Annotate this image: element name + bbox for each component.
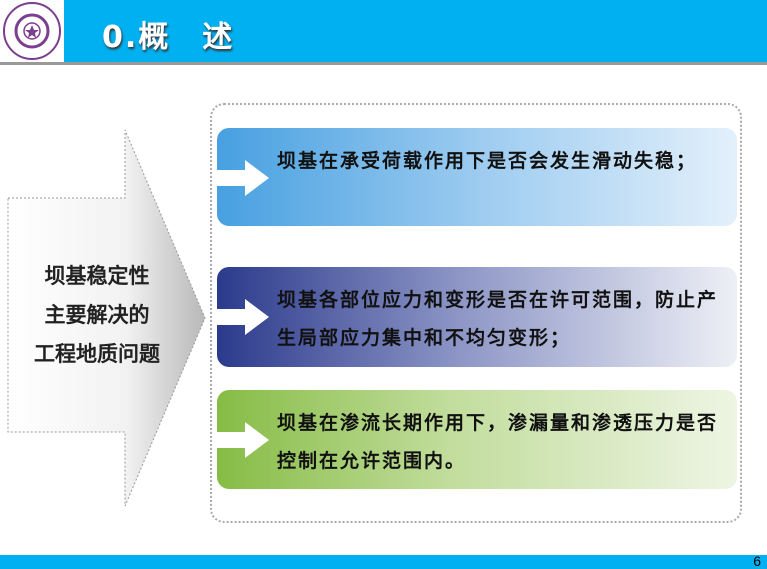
item-box-1: 坝基在承受荷载作用下是否会发生滑动失稳； [217,128,737,226]
left-label-line: 坝基稳定性 [44,263,150,288]
university-logo [3,2,61,60]
items-container [210,103,742,523]
item-text: 坝基在承受荷载作用下是否会发生滑动失稳； [277,150,698,172]
footer-bar [0,555,767,569]
item-box-3: 坝基在渗流长期作用下，渗漏量和渗透压力是否控制在允许范围内。 [217,390,737,489]
left-label-line: 主要解决的 [44,302,150,327]
header-bar [64,0,767,62]
right-arrow-icon [217,160,269,196]
right-arrow-icon [217,422,269,458]
left-label-line: 工程地质问题 [34,341,160,366]
right-arrow-icon [217,299,269,335]
left-label: 坝基稳定性 主要解决的 工程地质问题 [12,256,182,373]
item-text: 坝基各部位应力和变形是否在许可范围，防止产生局部应力集中和不均匀变形； [277,289,719,349]
slide-title: 0.概 述 [102,20,235,55]
page-number: 6 [753,553,761,569]
item-box-2: 坝基各部位应力和变形是否在许可范围，防止产生局部应力集中和不均匀变形； [217,267,737,367]
header-divider [0,62,767,65]
item-text: 坝基在渗流长期作用下，渗漏量和渗透压力是否控制在允许范围内。 [277,412,719,472]
